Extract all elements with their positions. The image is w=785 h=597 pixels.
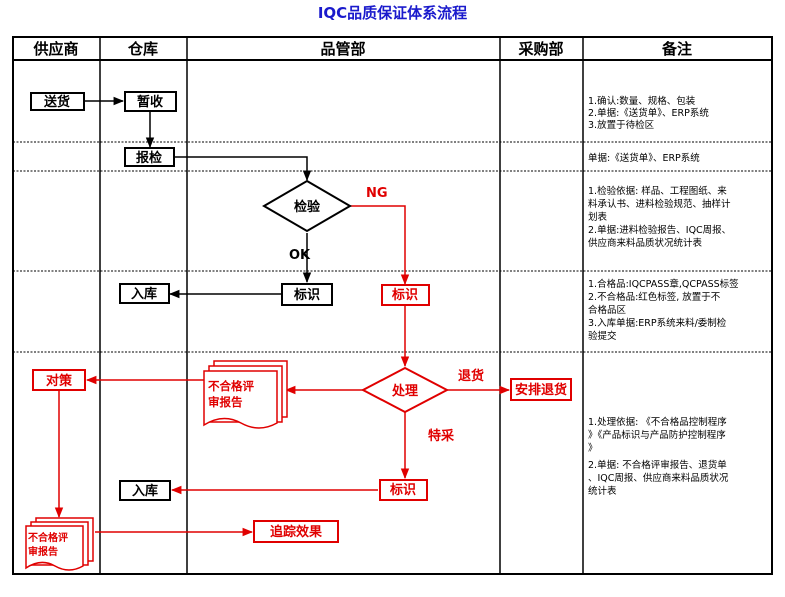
svg-text:送货: 送货 xyxy=(43,94,70,110)
node-deliver: 送货 xyxy=(30,92,85,111)
svg-text:标识: 标识 xyxy=(293,287,320,303)
label-special-accept: 特采 xyxy=(428,428,455,444)
svg-text:标识: 标识 xyxy=(391,287,418,303)
svg-text:不合格评: 不合格评 xyxy=(28,531,68,544)
svg-text:料承认书、进料检验规范、抽样计: 料承认书、进料检验规范、抽样计 xyxy=(588,198,731,210)
remarks-3: 1.检验依据: 样品、工程图纸、来 料承认书、进料检验规范、抽样计 划表 2.单… xyxy=(588,185,731,249)
col-header-supplier: 供应商 xyxy=(32,40,78,58)
svg-text:合格品区: 合格品区 xyxy=(588,304,627,316)
node-mark-ok: 标识 xyxy=(281,283,333,306)
remarks-2: 单据:《送货单》、ERP系统 xyxy=(588,152,700,164)
svg-text:2.不合格品:红色标签, 放置于不: 2.不合格品:红色标签, 放置于不 xyxy=(588,291,721,303)
svg-text:单据:《送货单》、ERP系统: 单据:《送货单》、ERP系统 xyxy=(588,152,700,164)
svg-text:2.单据:《送货单》、ERP系统: 2.单据:《送货单》、ERP系统 xyxy=(588,107,709,119)
svg-text:1.检验依据: 样品、工程图纸、来: 1.检验依据: 样品、工程图纸、来 xyxy=(588,185,727,197)
svg-text:不合格评: 不合格评 xyxy=(208,379,254,393)
svg-text:1.确认:数量、规格、包装: 1.确认:数量、规格、包装 xyxy=(588,95,696,107)
node-countermeasure: 对策 xyxy=(32,369,86,391)
col-header-purchasing: 采购部 xyxy=(517,40,563,58)
svg-text:划表: 划表 xyxy=(588,211,608,223)
remarks-1: 1.确认:数量、规格、包装 2.单据:《送货单》、ERP系统 3.放置于待检区 xyxy=(588,95,709,131)
label-ok: OK xyxy=(289,248,311,263)
node-arrange-return: 安排退货 xyxy=(510,378,572,401)
node-inspection-request: 报检 xyxy=(124,147,175,167)
node-inspect-decision: 检验 xyxy=(262,179,352,233)
svg-text:、IQC周报、供应商来料品质状况: 、IQC周报、供应商来料品质状况 xyxy=(588,472,729,484)
col-header-remarks: 备注 xyxy=(661,40,692,58)
svg-text:3.放置于待检区: 3.放置于待检区 xyxy=(588,119,655,131)
svg-text:1.处理依据: 《不合格品控制程序: 1.处理依据: 《不合格品控制程序 xyxy=(588,416,727,428)
svg-text:2.单据:进料检验报告、IQC周报、: 2.单据:进料检验报告、IQC周报、 xyxy=(588,224,731,236)
svg-text:供应商来料品质状况统计表: 供应商来料品质状况统计表 xyxy=(588,237,703,249)
svg-text:统计表: 统计表 xyxy=(588,485,617,497)
page-title: IQC品质保证体系流程 xyxy=(317,4,468,22)
svg-text:标识: 标识 xyxy=(389,482,416,498)
svg-text:安排退货: 安排退货 xyxy=(515,382,567,398)
svg-text:2.单据: 不合格评审报告、退货单: 2.单据: 不合格评审报告、退货单 xyxy=(588,459,727,471)
svg-text:检验: 检验 xyxy=(294,199,321,215)
remarks-4: 1.合格品:IQCPASS章,QCPASS标签 2.不合格品:红色标签, 放置于… xyxy=(588,278,739,342)
svg-text:对策: 对策 xyxy=(46,373,73,389)
remarks-5: 1.处理依据: 《不合格品控制程序 》《产品标识与产品防护控制程序 》 2.单据… xyxy=(588,416,729,497)
svg-text:3.入库单据:ERP系统来料/委制检: 3.入库单据:ERP系统来料/委制检 xyxy=(588,317,727,329)
svg-text:入库: 入库 xyxy=(131,286,157,302)
swimlane-grid xyxy=(12,36,773,575)
node-nonconform-report-1: 不合格评 审报告 xyxy=(203,360,288,429)
svg-text:追踪效果: 追踪效果 xyxy=(270,524,322,540)
node-mark-ng: 标识 xyxy=(381,284,430,306)
node-temp-receive: 暂收 xyxy=(124,91,177,112)
connectors-red xyxy=(54,205,511,537)
node-mark-special: 标识 xyxy=(379,479,428,501)
svg-text:审报告: 审报告 xyxy=(28,545,58,558)
node-handle-decision: 处理 xyxy=(360,366,450,414)
svg-text:》《产品标识与产品防护控制程序: 》《产品标识与产品防护控制程序 xyxy=(588,429,726,441)
col-header-quality: 品管部 xyxy=(320,40,365,58)
label-ng: NG xyxy=(366,186,388,201)
svg-text:处理: 处理 xyxy=(391,383,418,399)
svg-text:暂收: 暂收 xyxy=(137,94,164,110)
svg-text:审报告: 审报告 xyxy=(208,395,243,409)
svg-text:报检: 报检 xyxy=(136,150,162,166)
svg-text:入库: 入库 xyxy=(132,483,158,499)
node-nonconform-report-2: 不合格评 审报告 xyxy=(25,517,94,571)
svg-text:》: 》 xyxy=(588,443,598,454)
svg-text:1.合格品:IQCPASS章,QCPASS标签: 1.合格品:IQCPASS章,QCPASS标签 xyxy=(588,278,739,290)
node-track-effect: 追踪效果 xyxy=(253,520,339,543)
label-return: 退货 xyxy=(458,368,484,384)
svg-text:验提交: 验提交 xyxy=(588,330,617,342)
node-store-2: 入库 xyxy=(119,480,171,501)
connectors-black xyxy=(85,96,312,299)
col-header-warehouse: 仓库 xyxy=(127,40,158,58)
node-store-1: 入库 xyxy=(119,283,170,304)
